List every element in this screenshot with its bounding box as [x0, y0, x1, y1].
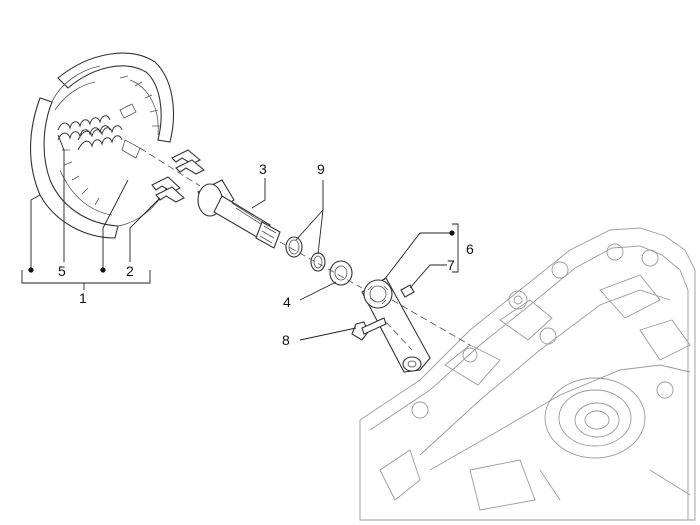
washer — [329, 260, 353, 286]
callout-9: 9 — [317, 161, 325, 177]
callout-7: 7 — [447, 257, 455, 273]
brake-cam-shaft — [197, 179, 281, 249]
callout-1: 1 — [79, 290, 87, 306]
callout-2: 2 — [126, 263, 134, 279]
leader-lines — [21, 134, 459, 341]
crankcase-ghost — [359, 227, 696, 521]
pin-key — [400, 284, 415, 298]
callout-8: 8 — [282, 332, 290, 348]
spring-lower — [77, 125, 123, 151]
brake-lever — [361, 277, 431, 373]
callout-4: 4 — [283, 294, 291, 310]
o-rings — [285, 236, 326, 272]
brake-shoes-assembly — [29, 52, 175, 239]
leader-dots — [28, 230, 455, 273]
spring-upper — [57, 115, 111, 141]
callout-3: 3 — [259, 161, 267, 177]
callout-6: 6 — [466, 241, 474, 257]
bolt — [351, 317, 387, 341]
spring-clips — [151, 149, 205, 203]
callout-5: 5 — [58, 263, 66, 279]
